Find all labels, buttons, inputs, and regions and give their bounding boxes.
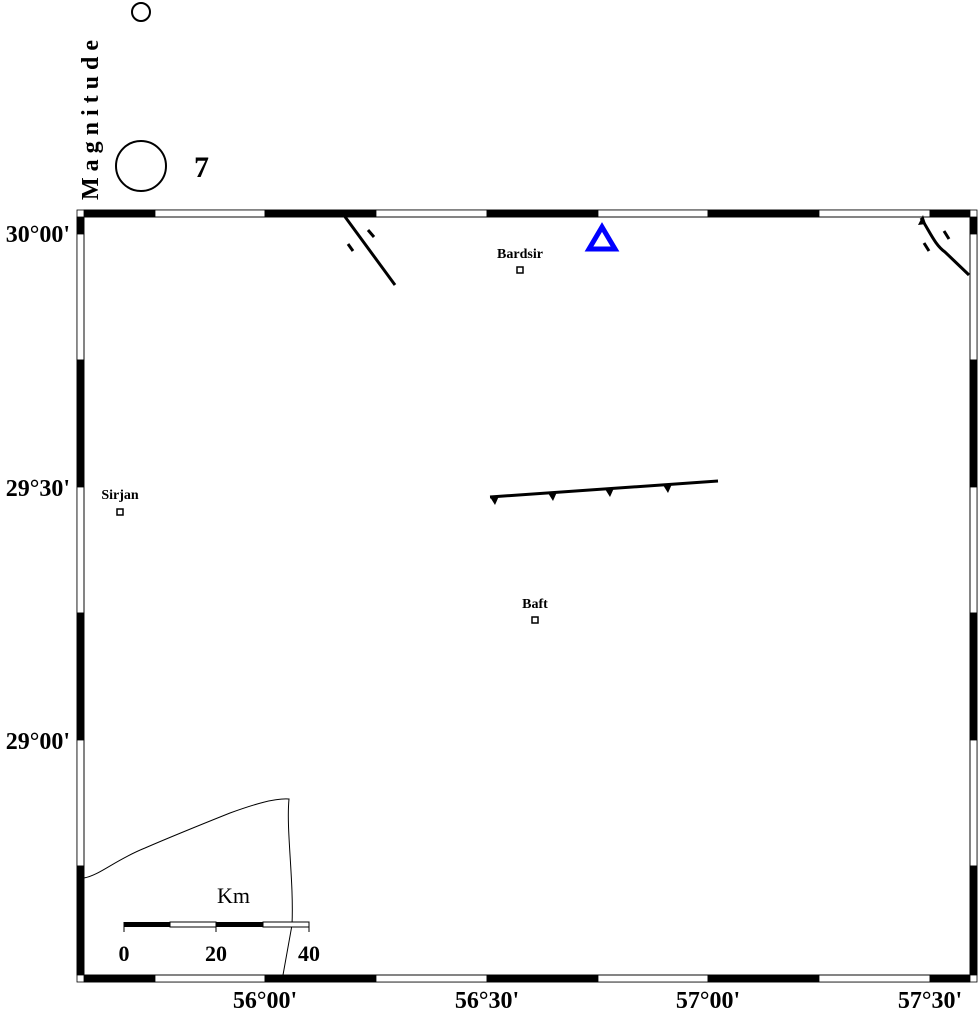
city-sirjan: Sirjan — [101, 488, 139, 516]
fault-nw — [341, 213, 397, 286]
station-triangle-icon — [584, 222, 620, 252]
lon-label-56-00: 56°00' — [233, 988, 297, 1013]
legend-title: Magnitude — [78, 34, 104, 200]
frame-segment-bottom — [818, 974, 931, 983]
frame-outline — [76, 209, 978, 983]
scale-unit: Km — [217, 883, 250, 908]
frame-segment-right — [969, 233, 978, 361]
frame-segment-bottom — [154, 974, 266, 983]
frame-segment-bottom — [83, 974, 156, 983]
frame-segment-left — [76, 359, 85, 488]
frame-segment-top — [818, 209, 931, 218]
legend-label-7: 7 — [194, 151, 209, 184]
scale-tick-20: 20 — [205, 941, 227, 966]
city-label: Sirjan — [101, 488, 139, 503]
legend-circle-small — [131, 2, 151, 22]
boundary-line — [83, 798, 293, 976]
lat-label-30-00: 30°00' — [6, 222, 70, 248]
scale-tick-40: 40 — [298, 941, 320, 966]
lon-label-57-00: 57°00' — [676, 988, 740, 1013]
city-bardsir: Bardsir — [497, 247, 543, 274]
frame-segment-bottom — [264, 974, 377, 983]
lat-label-29-00: 29°00' — [6, 729, 70, 755]
legend-circle-large — [115, 140, 167, 192]
frame-segment-bottom — [929, 974, 971, 983]
frame-segment-left — [76, 739, 85, 867]
lon-label-56-30: 56°30' — [455, 988, 519, 1013]
frame-segment-left — [76, 233, 85, 361]
fault-ne — [918, 215, 971, 277]
city-label: Bardsir — [497, 247, 543, 262]
frame-segment-top — [264, 209, 377, 218]
frame-segment-bottom — [486, 974, 599, 983]
frame-segment-top — [83, 209, 156, 218]
frame-segment-right — [969, 359, 978, 488]
frame-segment-right — [969, 865, 978, 976]
frame-segment-right — [969, 216, 978, 235]
frame-segment-bottom — [597, 974, 709, 983]
frame-segment-right — [969, 612, 978, 741]
lon-label-57-30: 57°30' — [898, 988, 962, 1013]
frame-segment-top — [597, 209, 709, 218]
lat-label-29-30: 29°30' — [6, 476, 70, 502]
frame-segment-top — [375, 209, 488, 218]
frame-segment-top — [154, 209, 266, 218]
thrust-fault — [489, 479, 719, 505]
frame-segment-right — [969, 486, 978, 614]
frame-segment-left — [76, 865, 85, 976]
frame-segment-right — [969, 739, 978, 867]
map-area-border — [83, 216, 971, 976]
city-label: Baft — [522, 597, 548, 612]
frame-segment-top — [929, 209, 971, 218]
city-baft: Baft — [522, 597, 548, 624]
frame-segment-bottom — [707, 974, 820, 983]
frame-segment-bottom — [375, 974, 488, 983]
map-frame — [76, 209, 978, 983]
frame-segment-left — [76, 216, 85, 235]
frame-segment-top — [486, 209, 599, 218]
frame-segment-left — [76, 612, 85, 741]
frame-segment-top — [707, 209, 820, 218]
scale-tick-0: 0 — [119, 941, 130, 966]
scale-bar: Km 0 20 40 — [119, 883, 321, 966]
frame-segment-left — [76, 486, 85, 614]
